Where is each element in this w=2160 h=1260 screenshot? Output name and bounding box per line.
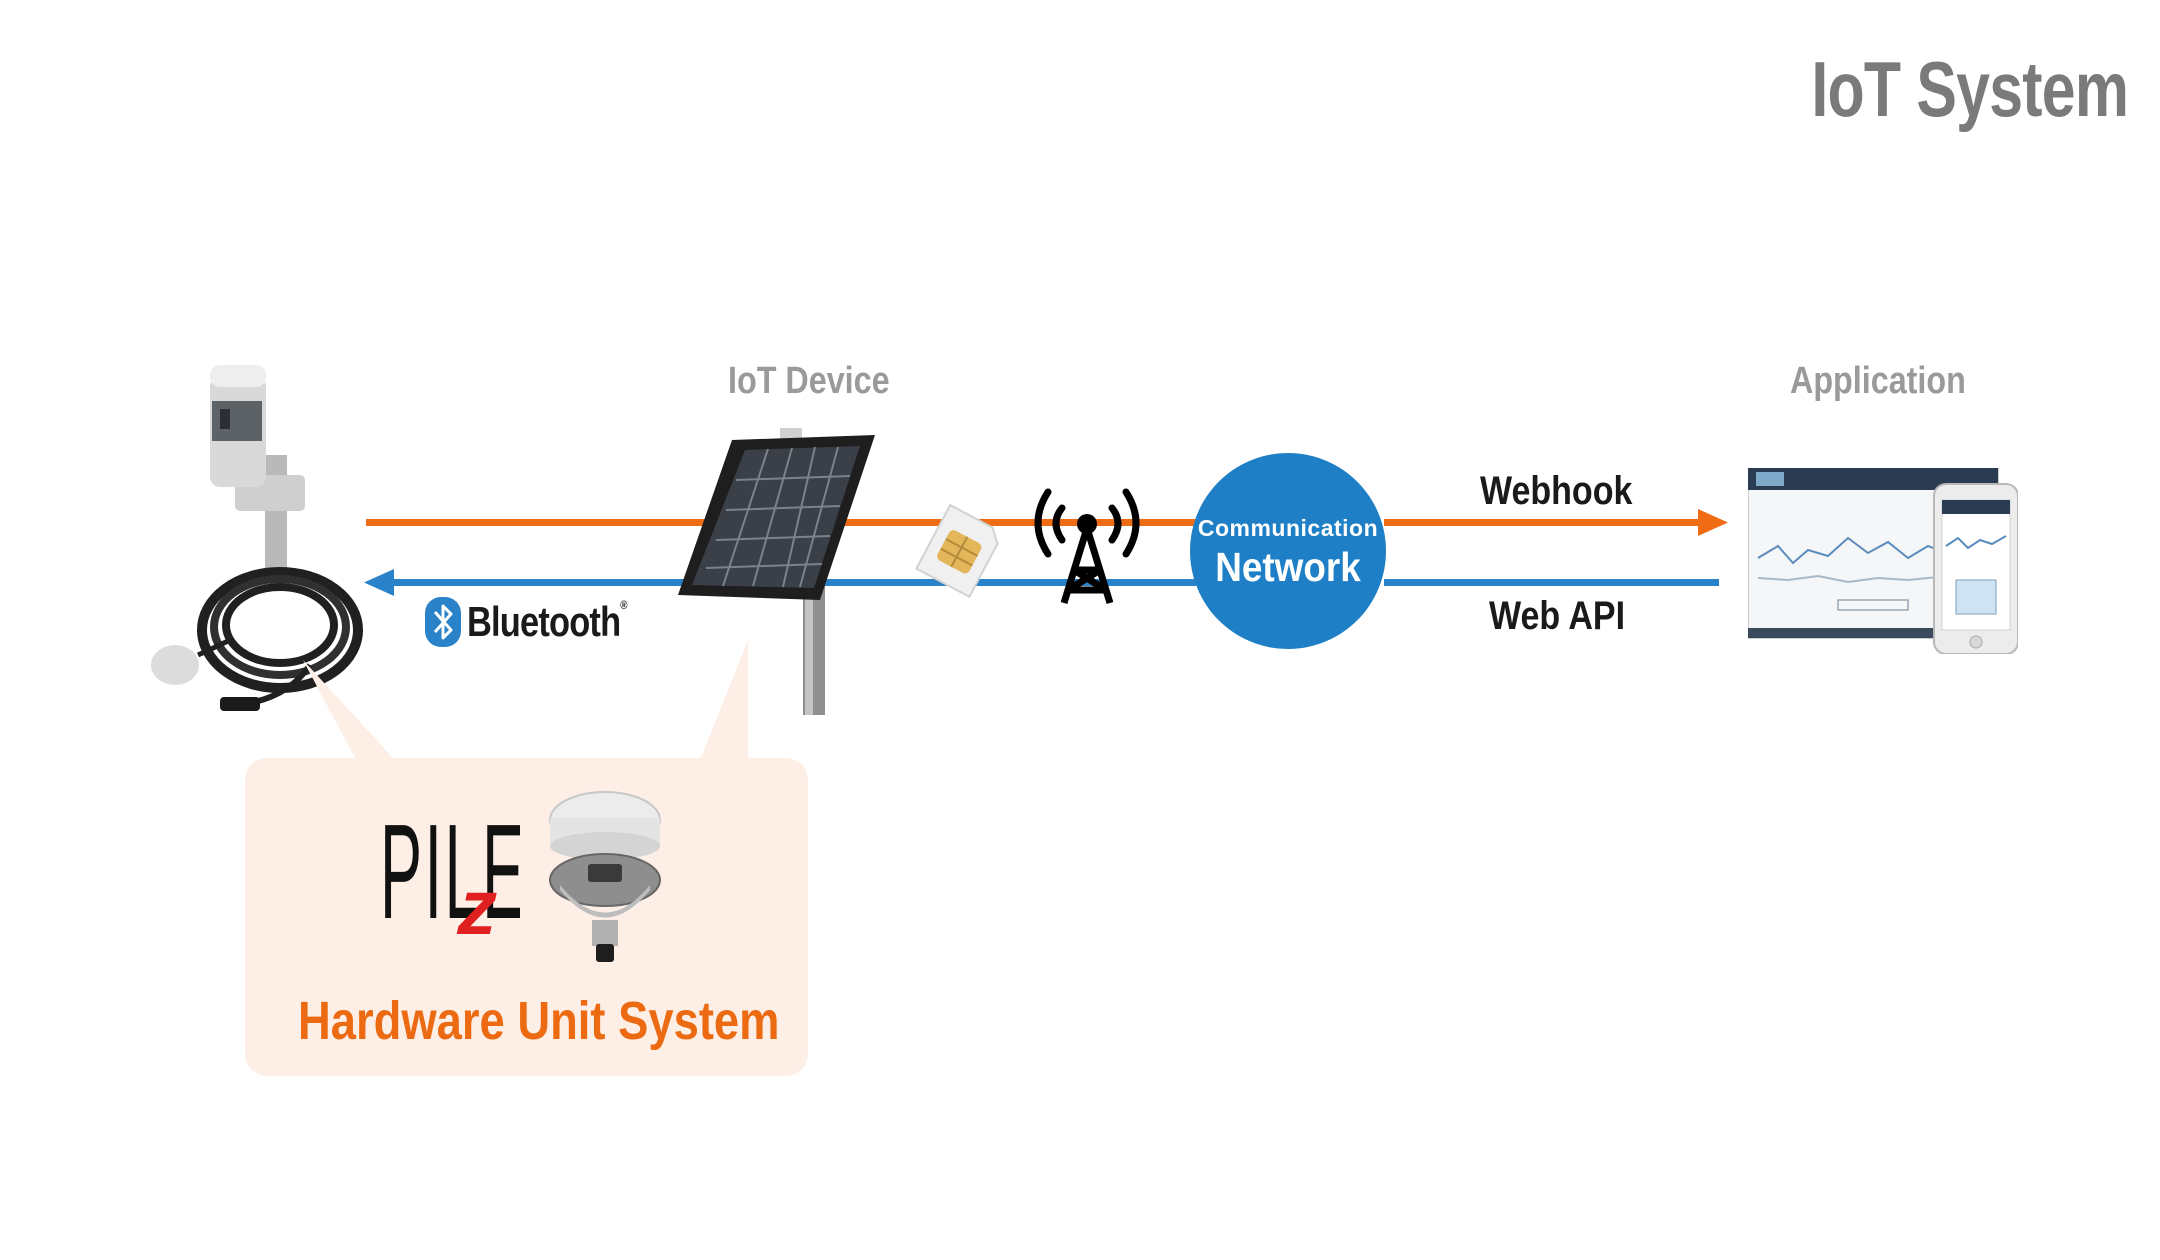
bubble-pointer-left [303,660,395,760]
hardware-caption: Hardware Unit System [298,991,780,1051]
antenna-tower-icon [1034,488,1140,605]
bluetooth-label: Bluetooth® [467,598,628,645]
hardware-unit-bubble [245,758,808,1076]
page-title: IoT System [1811,45,2129,133]
webhook-line [1384,519,1704,526]
webhook-arrowhead [1698,509,1728,536]
bluetooth-icon [425,597,461,647]
svg-text:PILE: PILE [380,810,520,940]
network-small-label: Communication [1197,515,1379,541]
hardware-unit-icon [549,791,661,962]
solar-panel-icon [678,428,875,715]
application-screens-icon [1748,468,2018,654]
pilez-logo: PILE z [380,810,520,940]
web-api-line [1384,579,1719,586]
application-label: Application [1790,360,1966,402]
webhook-label: Webhook [1480,469,1633,513]
iot-device-label: IoT Device [728,360,890,402]
bluetooth-arrowhead [364,569,394,596]
sensor-device-icon [151,365,363,711]
communication-network: Communication Network [1190,453,1386,649]
bubble-pointer-right [700,640,748,760]
sim-card-icon [915,503,999,599]
network-big-label: Network [1215,544,1361,590]
web-api-label: Web API [1489,594,1626,638]
